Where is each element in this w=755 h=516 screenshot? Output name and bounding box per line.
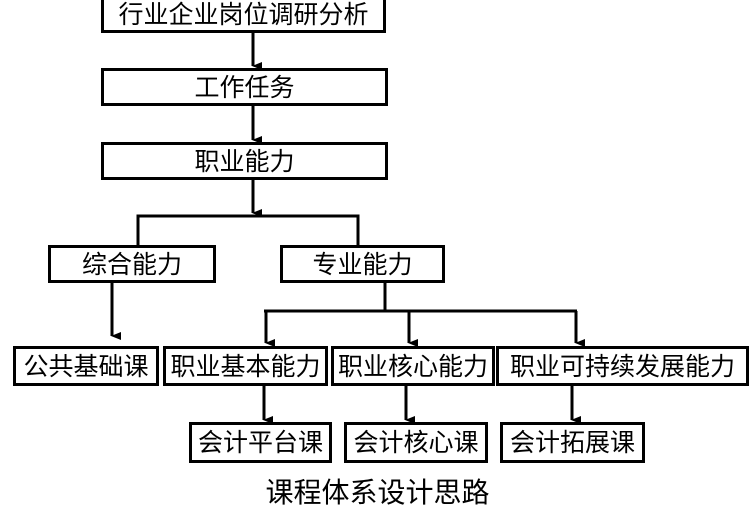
node-core-ability: 职业核心能力 [331, 346, 495, 386]
node-core-course: 会计核心课 [344, 422, 488, 463]
node-platform-course: 会计平台课 [189, 422, 332, 463]
diagram-caption: 课程体系设计思路 [265, 476, 490, 509]
node-expansion-course: 会计拓展课 [500, 422, 645, 463]
node-tasks: 工作任务 [101, 68, 388, 106]
node-basic-ability: 职业基本能力 [163, 346, 328, 386]
node-comprehensive: 综合能力 [48, 245, 216, 283]
node-research: 行业企业岗位调研分析 [101, 0, 386, 33]
node-professional: 专业能力 [280, 245, 445, 283]
branch-ability [136, 214, 360, 245]
node-ability: 职业能力 [101, 142, 388, 180]
node-public-basic: 公共基础课 [13, 346, 159, 386]
node-sustainable: 职业可持续发展能力 [496, 346, 749, 386]
